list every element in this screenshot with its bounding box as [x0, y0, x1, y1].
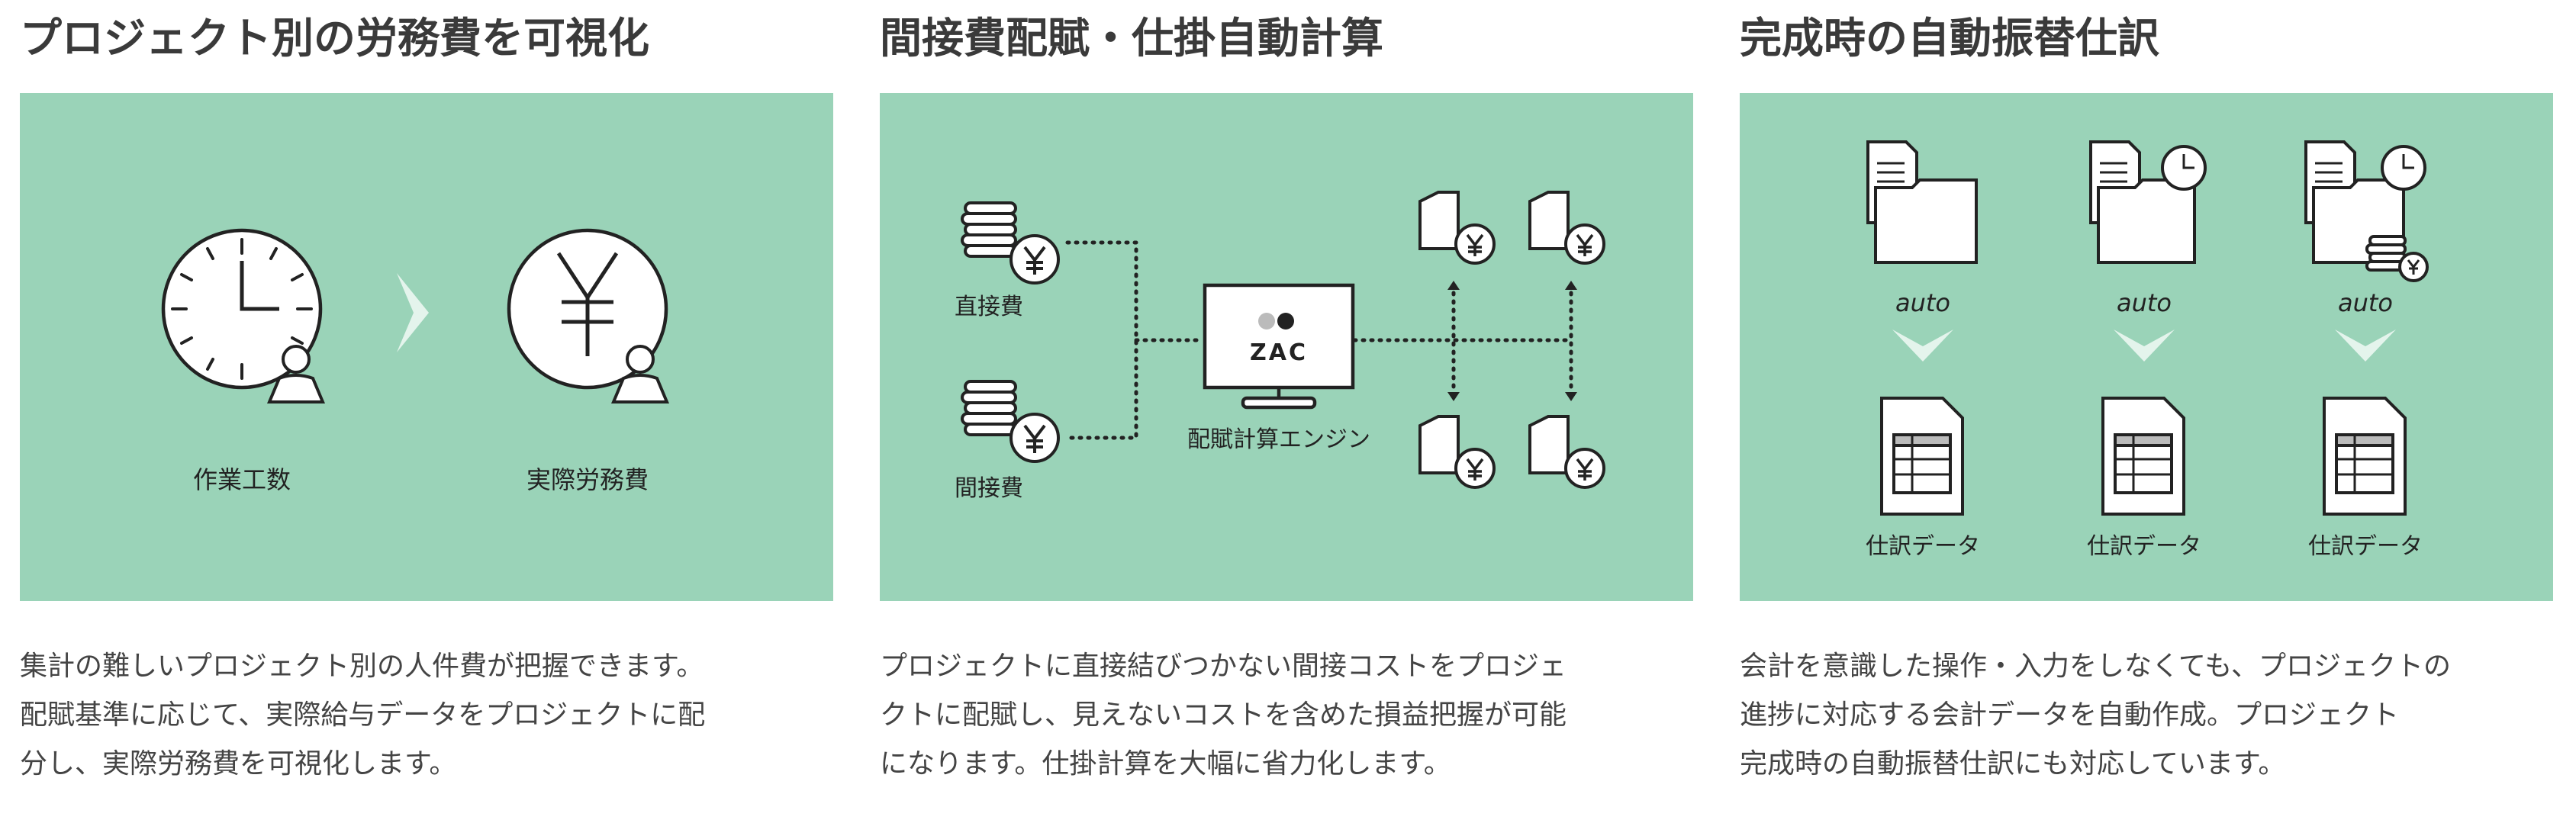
feature-title: プロジェクト別の労務費を可視化 — [20, 14, 650, 63]
table-sheet-icon — [2323, 397, 2407, 516]
label-allocation-engine: 配賦計算エンジン — [1187, 426, 1370, 453]
description-line: 集計の難しいプロジェクト別の人件費が把握できます。 — [20, 651, 704, 682]
label-auto: auto — [2338, 288, 2393, 317]
description-line: 完成時の自動振替仕訳にも対応しています。 — [1740, 748, 2286, 780]
folder-yen-icon — [1528, 191, 1605, 265]
chevron-right-icon — [397, 273, 429, 352]
arrowheads — [1447, 281, 1577, 401]
chevron-down-icon — [1892, 330, 1953, 362]
label-journal-data: 仕訳データ — [2308, 533, 2423, 560]
person-icon — [266, 345, 326, 403]
clock-icon — [161, 228, 323, 390]
feature-description: プロジェクトに直接結びつかない間接コストをプロジェ クトに配賦し、見えないコスト… — [880, 642, 1693, 789]
monitor-icon — [1203, 283, 1355, 410]
description-line: 配賦基準に応じて、実際給与データをプロジェクトに配 — [20, 699, 706, 731]
illustration-panel: auto auto auto — [1740, 93, 2553, 601]
label-journal-data: 仕訳データ — [1866, 533, 1980, 560]
folder-yen-icon — [1528, 415, 1605, 489]
folder-yen-icon — [1418, 415, 1496, 489]
description-line: 分し、実際労務費を可視化します。 — [20, 748, 457, 780]
table-sheet-icon — [2101, 397, 2185, 516]
description-line: プロジェクトに直接結びつかない間接コストをプロジェ — [880, 651, 1567, 682]
feature-title: 完成時の自動振替仕訳 — [1740, 14, 2160, 63]
coin-stack-icon — [961, 380, 1060, 463]
table-sheet-icon — [1880, 397, 1964, 516]
feature-description: 会計を意識した操作・入力をしなくても、プロジェクトの 進捗に対応する会計データを… — [1740, 642, 2553, 789]
description-line: になります。仕掛計算を大幅に省力化します。 — [880, 748, 1451, 780]
dotted-connector — [1065, 240, 1573, 440]
illustration-panel: 作業工数 実際労務費 — [20, 93, 833, 601]
document-folder-icon — [1866, 140, 1978, 264]
description-line: 会計を意識した操作・入力をしなくても、プロジェクトの — [1740, 651, 2452, 682]
person-icon — [610, 345, 670, 403]
description-line: クトに配賦し、見えないコストを含めた損益把握が可能 — [880, 699, 1567, 731]
yen-coin-icon — [507, 228, 668, 390]
label-indirect-cost: 間接費 — [955, 475, 1023, 502]
label-auto: auto — [1895, 288, 1950, 317]
description-line: 進捗に対応する会計データを自動作成。プロジェクト — [1740, 699, 2400, 731]
label-direct-cost: 直接費 — [955, 294, 1023, 320]
label-work-hours: 作業工数 — [193, 465, 291, 494]
chevron-down-icon — [2335, 330, 2396, 362]
illustration-panel: 直接費 間接費 — [880, 93, 1693, 601]
folder-yen-icon — [1418, 191, 1496, 265]
document-folder-coins-icon — [2304, 140, 2429, 282]
coin-stack-icon — [961, 201, 1060, 285]
label-auto: auto — [2117, 288, 2172, 317]
feature-description: 集計の難しいプロジェクト別の人件費が把握できます。 配賦基準に応じて、実際給与デ… — [20, 642, 833, 789]
label-actual-labor-cost: 実際労務費 — [526, 465, 649, 494]
feature-title: 間接費配賦・仕掛自動計算 — [880, 14, 1384, 63]
label-journal-data: 仕訳データ — [2087, 533, 2201, 560]
zac-logo: ZAC — [1250, 339, 1308, 366]
chevron-down-icon — [2114, 330, 2175, 362]
document-folder-clock-icon — [2089, 140, 2207, 264]
